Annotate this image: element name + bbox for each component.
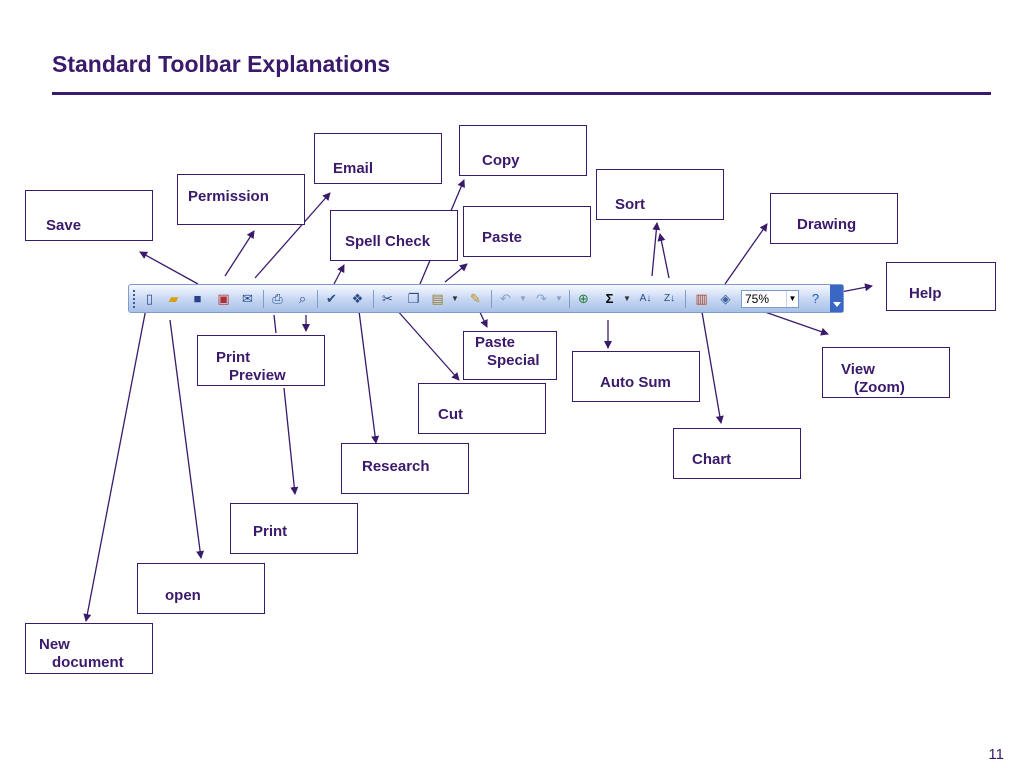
undo-dropdown-icon[interactable]: ▼: [519, 294, 527, 303]
standard-toolbar: ▯ ▰ ■ ▣ ✉ ⎙ ⌕ ✔ ❖ ✂ ❐ ▤ ▼ ✎ ↶ ▼ ↷ ▼ ⊕ Σ …: [128, 284, 844, 313]
arrow-sort-b: [657, 233, 670, 279]
label-email: Email: [314, 133, 442, 184]
hyperlink-icon[interactable]: ⊕: [578, 291, 589, 306]
label-new-document: New document: [25, 623, 153, 674]
permission-icon[interactable]: ▣: [217, 291, 230, 306]
label-research: Research: [341, 443, 469, 494]
sort-ascending-icon[interactable]: A↓: [639, 293, 652, 304]
email-icon[interactable]: ✉: [242, 291, 253, 306]
arrow-print: [283, 387, 299, 495]
copy-icon[interactable]: ❐: [407, 291, 420, 306]
arrow-new-document: [83, 297, 149, 622]
zoom-dropdown-icon[interactable]: ▼: [786, 291, 798, 307]
toolbar-separator: [263, 290, 264, 308]
label-auto-sum: Auto Sum: [572, 351, 700, 402]
arrow-chart: [701, 311, 724, 424]
slide-title: Standard Toolbar Explanations: [52, 51, 391, 77]
drawing-icon[interactable]: ◈: [720, 291, 731, 306]
toolbar-separator: [317, 290, 318, 308]
label-copy: Copy: [459, 125, 587, 176]
toolbar-separator: [491, 290, 492, 308]
redo-dropdown-icon[interactable]: ▼: [555, 294, 563, 303]
toolbar-options-icon[interactable]: [830, 285, 843, 312]
arrow-view: [764, 311, 829, 336]
paste-dropdown-icon[interactable]: ▼: [451, 294, 459, 303]
arrow-paste: [444, 263, 468, 283]
zoom-select[interactable]: 75% ▼: [741, 290, 799, 308]
arrow-save: [139, 251, 199, 285]
format-painter-icon[interactable]: ✎: [470, 291, 481, 306]
label-paste: Paste: [463, 206, 591, 257]
autosum-dropdown-icon[interactable]: ▼: [623, 294, 631, 303]
spell-check-icon[interactable]: ✔: [326, 291, 337, 306]
research-icon[interactable]: ❖: [351, 291, 364, 306]
title-divider: [52, 92, 991, 95]
sort-descending-icon[interactable]: Z↓: [663, 293, 676, 304]
arrow-permission: [224, 230, 255, 277]
toolbar-grip-handle[interactable]: [133, 290, 135, 308]
label-print: Print: [230, 503, 358, 554]
label-help: Help: [886, 262, 996, 311]
autosum-sigma-icon[interactable]: Σ: [605, 291, 614, 306]
label-open: open: [137, 563, 265, 614]
print-preview-tick: [273, 314, 277, 334]
label-spell-check: Spell Check: [330, 210, 458, 261]
cut-scissors-icon[interactable]: ✂: [382, 291, 393, 306]
toolbar-separator: [685, 290, 686, 308]
save-disk-icon[interactable]: ■: [193, 291, 202, 306]
label-sort: Sort: [596, 169, 724, 220]
new-document-icon[interactable]: ▯: [145, 291, 154, 306]
redo-icon[interactable]: ↷: [536, 291, 547, 306]
label-save: Save: [25, 190, 153, 241]
arrow-sort-a: [651, 222, 661, 277]
print-preview-icon[interactable]: ⌕: [298, 291, 307, 306]
arrow-cut: [387, 299, 460, 381]
page-number: 11: [988, 746, 1004, 763]
toolbar-separator: [569, 290, 570, 308]
undo-icon[interactable]: ↶: [500, 291, 511, 306]
open-folder-icon[interactable]: ▰: [168, 291, 179, 306]
label-drawing: Drawing: [770, 193, 898, 244]
toolbar-separator: [373, 290, 374, 308]
help-icon[interactable]: ?: [811, 291, 820, 306]
label-permission: Permission: [177, 174, 305, 225]
zoom-value: 75%: [745, 292, 770, 306]
print-icon[interactable]: ⎙: [272, 291, 283, 306]
arrow-open: [169, 319, 205, 559]
arrow-email: [254, 192, 331, 279]
arrow-drawing: [724, 223, 768, 285]
label-chart: Chart: [673, 428, 801, 479]
label-paste-special: Paste Special: [463, 331, 557, 380]
label-view-zoom: View (Zoom): [822, 347, 950, 398]
label-print-preview: Print Preview: [197, 335, 325, 386]
arrow-spell-check: [333, 264, 345, 285]
label-cut: Cut: [418, 383, 546, 434]
arrow-research: [358, 310, 380, 444]
paste-icon[interactable]: ▤: [431, 291, 444, 306]
chart-icon[interactable]: ▥: [695, 291, 708, 306]
